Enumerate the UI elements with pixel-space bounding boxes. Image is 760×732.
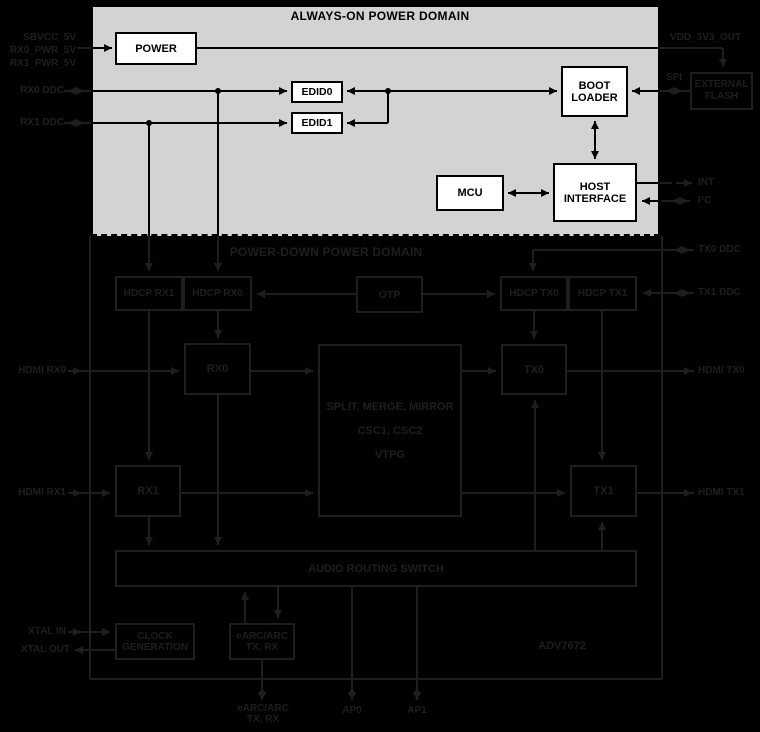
edid1-block: EDID1 [291, 112, 343, 134]
pin-spi: SPI [666, 72, 683, 83]
always-on-domain-title: ALWAYS-ON POWER DOMAIN [290, 9, 470, 23]
pin-vdd-3v3-out: VDD_3V3_OUT [670, 32, 742, 43]
pin-hdmi-rx1: HDMI RX1 [18, 487, 66, 498]
otp-block: OTP [356, 276, 423, 313]
tx1-block: TX1 [570, 465, 637, 517]
pin-hdmi-rx0: HDMI RX0 [18, 365, 66, 376]
power-block: POWER [115, 32, 197, 65]
hdcp-rx1-block: HDCP RX1 [115, 276, 183, 311]
pin-hdmi-tx1: HDMI TX1 [698, 487, 745, 498]
power-down-domain-title: POWER-DOWN POWER DOMAIN [229, 245, 423, 259]
mcu-block: MCU [436, 175, 504, 211]
boot-loader-block: BOOT LOADER [561, 66, 628, 117]
video-core-block: SPLIT, MERGE, MIRROR CSC1, CSC2 VTPG [318, 344, 462, 517]
hdcp-rx0-block: HDCP RX0 [183, 276, 252, 311]
hdcp-tx0-block: HDCP TX0 [500, 276, 568, 311]
pin-i2c: I²C [698, 195, 712, 206]
tx0-block: TX0 [501, 344, 567, 395]
pin-ap1: AP1 [407, 705, 427, 716]
pin-ap0: AP0 [342, 705, 362, 716]
clock-generation-block: CLOCK GENERATION [115, 623, 195, 660]
pin-int: INT [698, 177, 715, 188]
pin-rx0-ddc: RX0 DDC [20, 85, 64, 96]
pin-hdmi-tx0: HDMI TX0 [698, 365, 745, 376]
rx0-block: RX0 [184, 343, 251, 395]
hdcp-tx1-block: HDCP TX1 [568, 276, 637, 311]
pin-rx1-ddc: RX1 DDC [20, 117, 64, 128]
pin-tx0-ddc: TX0 DDC [698, 244, 741, 255]
external-flash-block: EXTERNAL FLASH [690, 72, 753, 110]
pin-xtal-in: XTAL IN [28, 626, 66, 637]
pin-xtal-out: XTAL OUT [20, 644, 70, 655]
pin-tx1-ddc: TX1 DDC [698, 287, 741, 298]
pin-earc-arc: eARC/ARC TX, RX [237, 703, 289, 725]
rx1-block: RX1 [115, 465, 181, 517]
part-number: ADV7672 [538, 640, 586, 652]
earc-arc-block: eARC/ARC TX, RX [229, 623, 295, 660]
audio-routing-switch-block: AUDIO ROUTING SWITCH [115, 550, 637, 587]
host-interface-block: HOST INTERFACE [553, 163, 637, 222]
edid0-block: EDID0 [291, 81, 343, 103]
pin-supply-labels: SBVCC_5V RX0_PWR_5V RX1_PWR_5V [9, 32, 76, 69]
